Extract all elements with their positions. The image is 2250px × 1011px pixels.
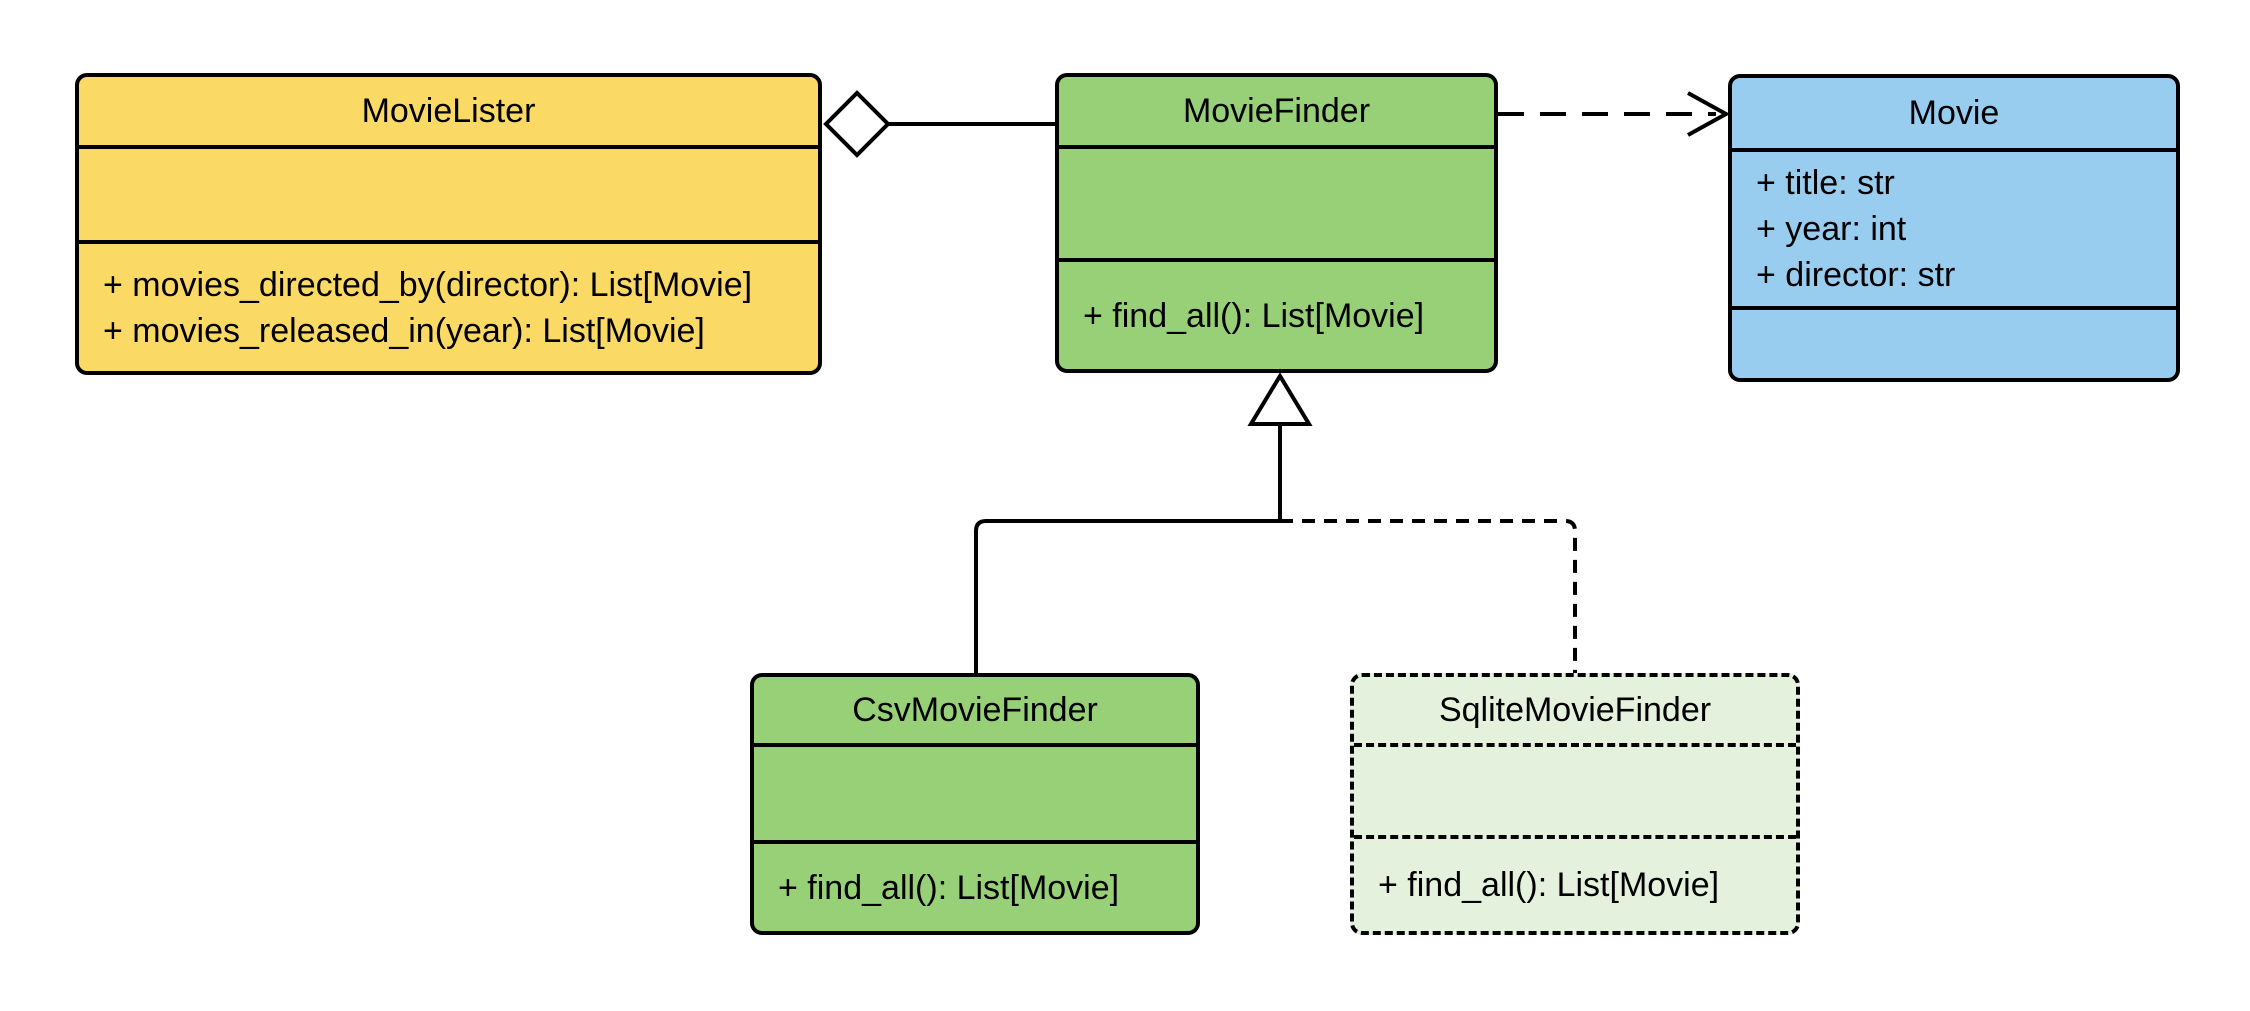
method-find-all: + find_all(): List[Movie]: [1378, 866, 1720, 904]
method-movies-released-in: + movies_released_in(year): List[Movie]: [103, 311, 705, 350]
attribute-director: + director: str: [1756, 256, 1956, 294]
class-csvmoviefinder: CsvMovieFinder + find_all(): List[Movie]: [750, 673, 1200, 935]
method-find-all: + find_all(): List[Movie]: [778, 868, 1120, 907]
class-movielister-attributes-section: [79, 145, 818, 240]
aggregation-connector-movielister-moviefinder: [823, 90, 1055, 158]
class-movie-title: Movie: [1908, 93, 2000, 132]
aggregation-diamond-icon: [823, 90, 891, 158]
class-csvmoviefinder-title: CsvMovieFinder: [852, 690, 1098, 729]
class-sqlitemoviefinder-attributes-section: [1354, 743, 1796, 835]
class-csvmoviefinder-methods-section: + find_all(): List[Movie]: [754, 840, 1196, 931]
inheritance-branch-csvmoviefinder: [974, 519, 1280, 673]
class-movie-methods-section: [1732, 306, 2176, 378]
class-moviefinder: MovieFinder + find_all(): List[Movie]: [1055, 73, 1498, 373]
method-movies-directed-by: + movies_directed_by(director): List[Mov…: [103, 265, 753, 304]
class-sqlitemoviefinder-title: SqliteMovieFinder: [1438, 690, 1712, 729]
class-sqlitemoviefinder: SqliteMovieFinder + find_all(): List[Mov…: [1350, 673, 1800, 935]
class-movielister-methods-section: + movies_directed_by(director): List[Mov…: [79, 240, 818, 371]
class-movielister-title: MovieLister: [361, 91, 536, 130]
dependency-connector-moviefinder-movie: [1498, 91, 1731, 137]
class-moviefinder-attributes-section: [1059, 145, 1494, 258]
inheritance-branch-sqlitemoviefinder: [1280, 519, 1577, 673]
attribute-title: + title: str: [1756, 164, 1895, 202]
class-movie: Movie + title: str + year: int + directo…: [1728, 74, 2180, 382]
class-sqlitemoviefinder-methods-section: + find_all(): List[Movie]: [1354, 835, 1796, 931]
inheritance-connector-moviefinder-subclasses: [974, 372, 1577, 673]
class-moviefinder-methods-section: + find_all(): List[Movie]: [1059, 258, 1494, 369]
class-movie-attributes-section: + title: str + year: int + director: str: [1732, 148, 2176, 306]
open-arrowhead-icon: [1687, 91, 1731, 137]
method-find-all: + find_all(): List[Movie]: [1083, 296, 1425, 335]
inheritance-triangle-icon: [1247, 372, 1313, 426]
class-moviefinder-title: MovieFinder: [1182, 91, 1371, 130]
attribute-year: + year: int: [1756, 210, 1907, 248]
class-csvmoviefinder-attributes-section: [754, 743, 1196, 840]
class-movielister: MovieLister + movies_directed_by(directo…: [75, 73, 822, 375]
